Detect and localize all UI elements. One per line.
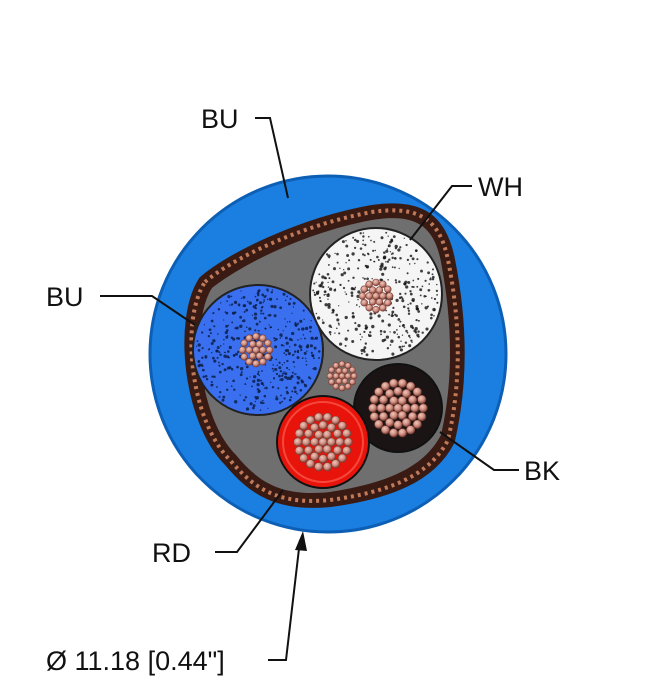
core-black-conductor [368, 378, 428, 438]
label-core-blue: BU [46, 282, 84, 312]
leader-outer-jacket [255, 117, 289, 199]
core-blue [192, 284, 324, 416]
label-core-red: RD [152, 538, 191, 568]
drain-conductor [326, 360, 358, 392]
core-blue-conductor [238, 332, 274, 368]
label-diameter: Ø 11.18 [0.44"] [46, 646, 225, 676]
label-core-white: WH [478, 172, 523, 202]
label-outer-jacket: BU [201, 104, 239, 134]
core-red [276, 395, 370, 489]
leader-core-black [439, 431, 519, 471]
leader-core-white [409, 185, 472, 241]
core-white-speckle [312, 231, 439, 357]
diameter-arrowhead [295, 531, 307, 551]
leader-diameter [268, 539, 301, 661]
leader-core-red [215, 489, 284, 553]
core-white [309, 227, 443, 361]
core-red-conductor [293, 412, 353, 472]
label-core-black: BK [524, 456, 560, 486]
core-white-conductor [358, 278, 394, 314]
leader-core-blue [100, 295, 196, 326]
core-black [353, 363, 443, 453]
